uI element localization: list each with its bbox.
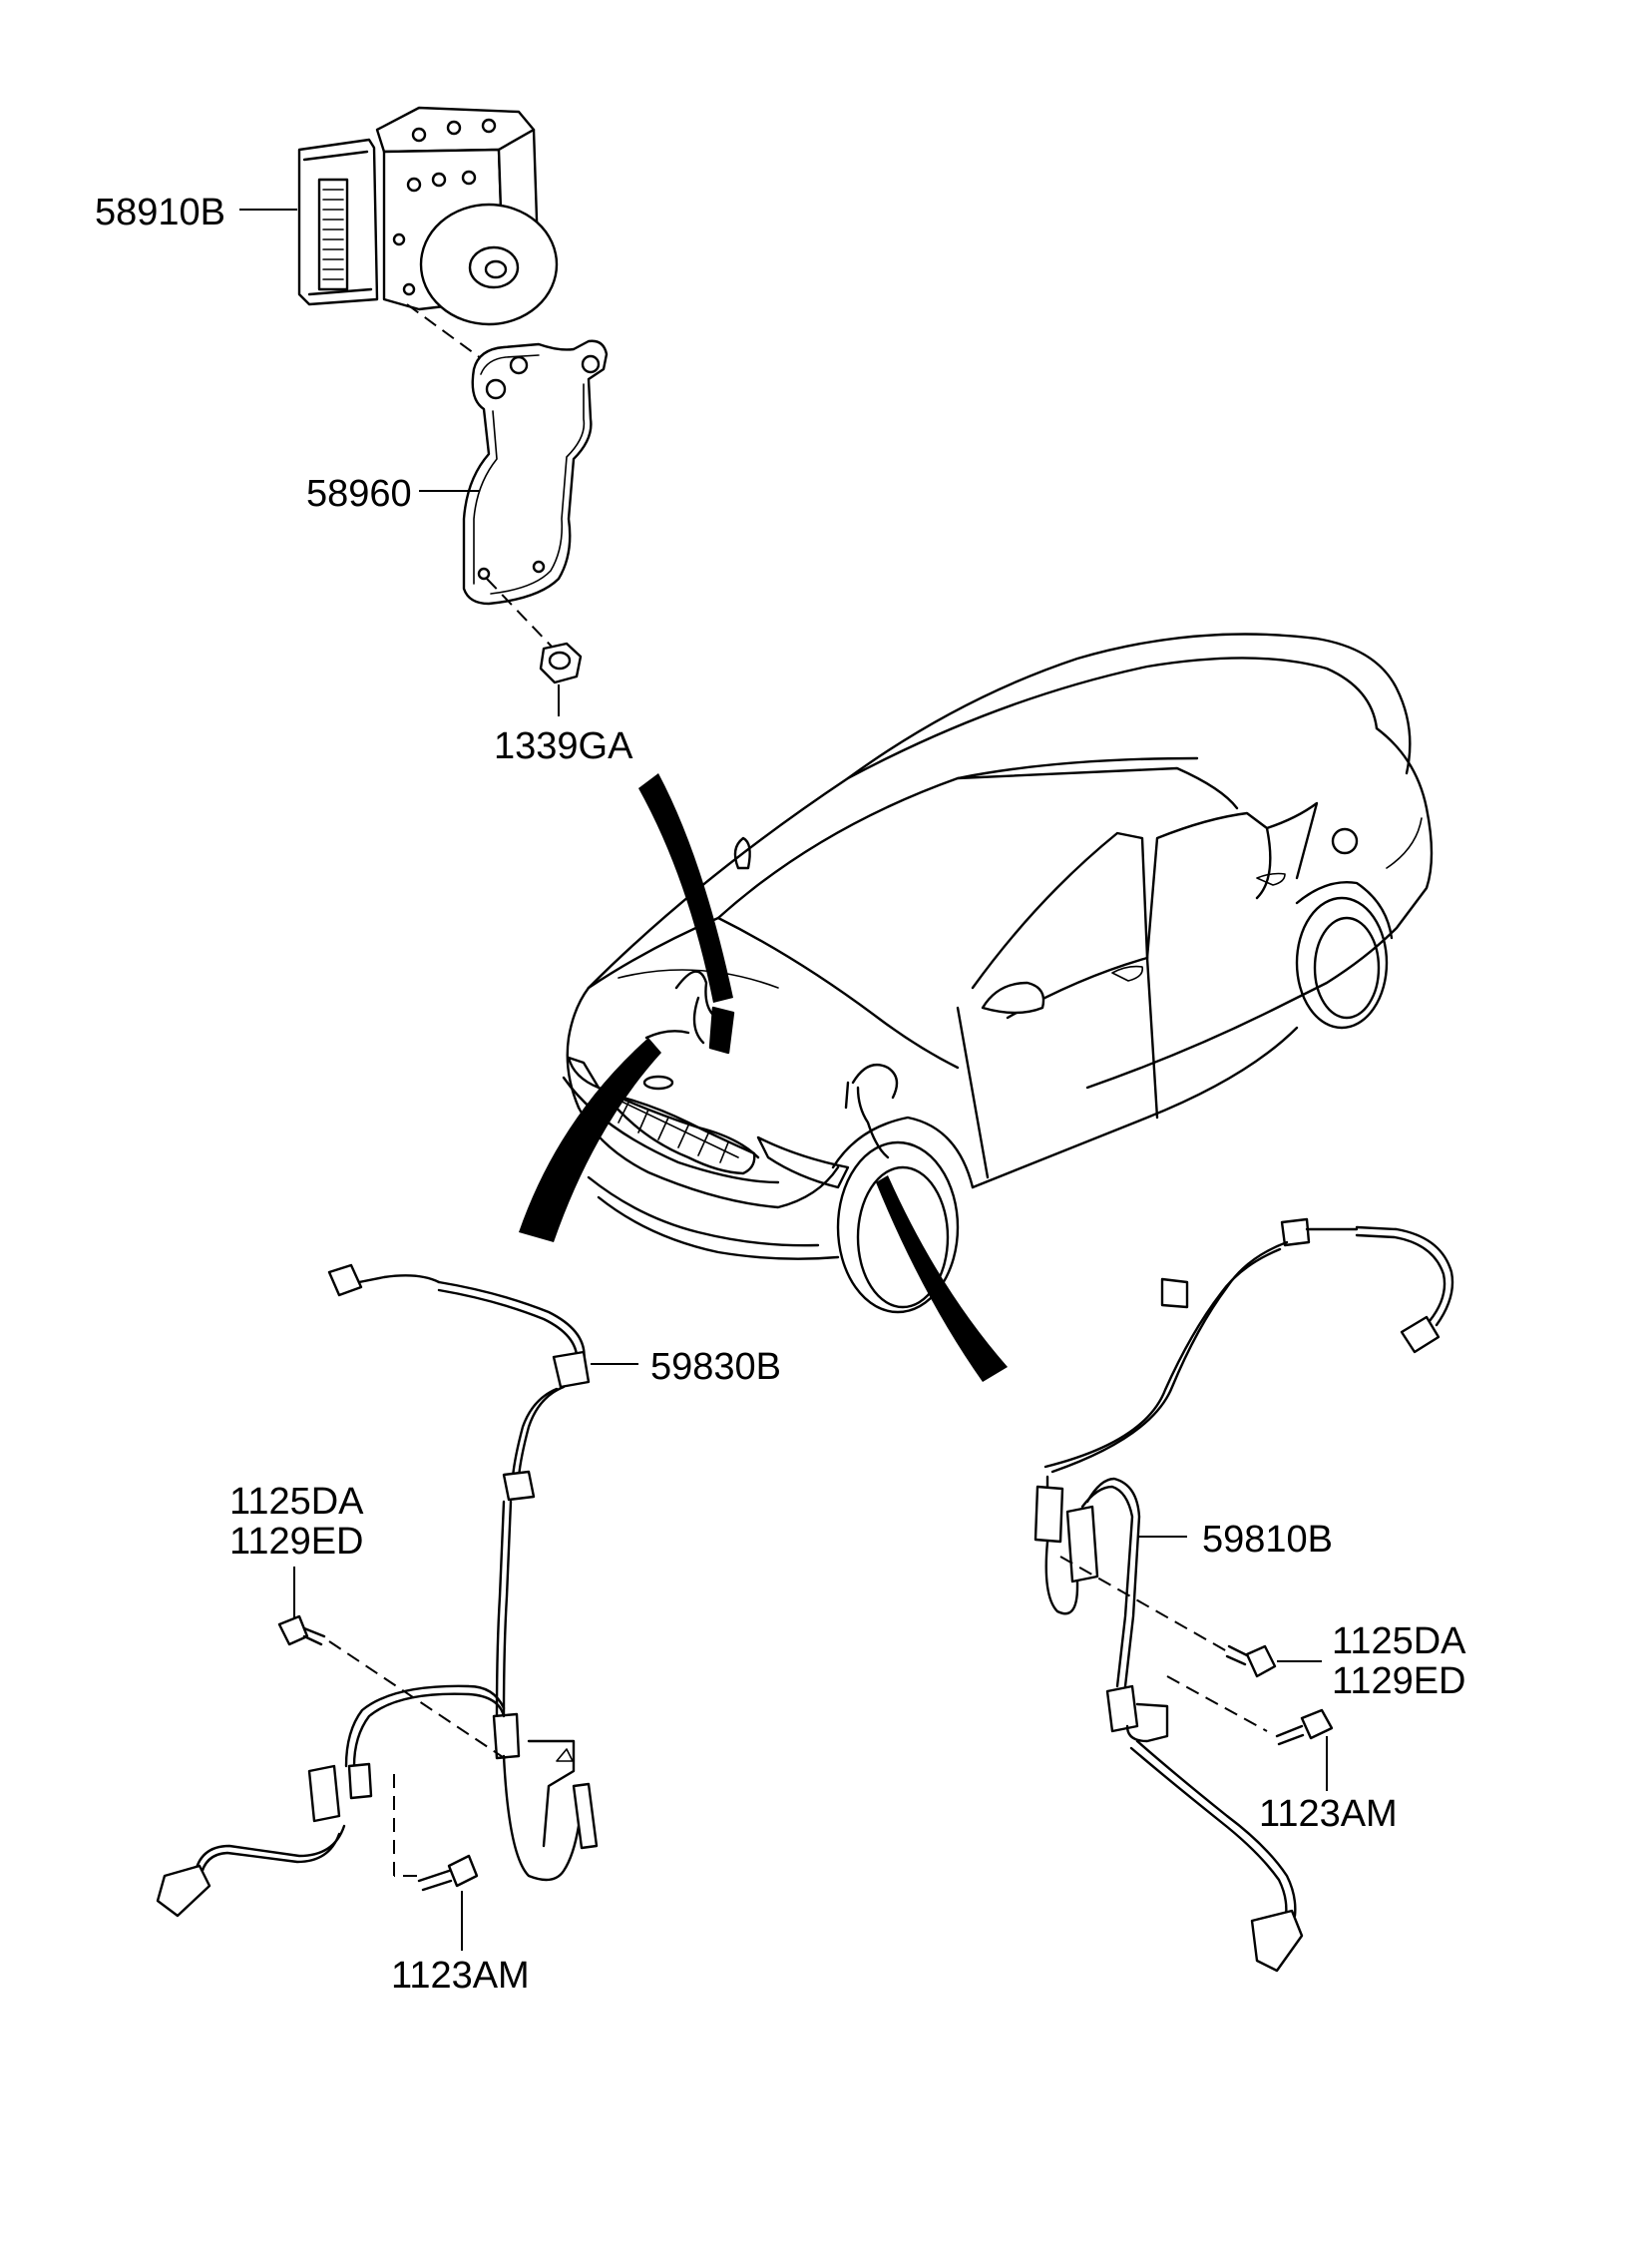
- label-1129ed-right: 1129ED: [1332, 1660, 1466, 1702]
- label-1129ed-left: 1129ED: [229, 1521, 364, 1563]
- label-59830b: 59830B: [650, 1346, 781, 1388]
- callout-arrow-abs: [638, 773, 733, 1003]
- label-1123am-right: 1123AM: [1259, 1793, 1398, 1835]
- nut: [539, 642, 583, 716]
- label-58910b: 58910B: [95, 192, 225, 233]
- label-1125da-right: 1125DA: [1332, 1620, 1466, 1662]
- callout-arrow-left-sensor: [519, 1038, 661, 1242]
- nut-guide-line: [486, 578, 553, 648]
- abs-module: [239, 106, 559, 326]
- label-59810b: 59810B: [1202, 1519, 1333, 1561]
- bolt-right-upper: [1225, 1644, 1277, 1678]
- guide-line-right-lower: [1166, 1675, 1268, 1732]
- label-1125da-left: 1125DA: [229, 1481, 364, 1523]
- bolt-left-upper: [277, 1614, 326, 1646]
- guide-line-right-upper: [1059, 1556, 1228, 1652]
- fastener-guide-line: [406, 303, 490, 365]
- front-sensor-left: [156, 1263, 638, 1918]
- bracket: [419, 339, 609, 606]
- vehicle-harness: [644, 970, 899, 1159]
- front-sensor-right: [1033, 1217, 1454, 1973]
- callout-arrow-right-sensor: [876, 1175, 1008, 1382]
- label-1123am-left: 1123AM: [391, 1955, 530, 1997]
- bolt-left-lower: [417, 1854, 479, 1892]
- bolt-right-lower: [1275, 1708, 1334, 1746]
- label-1339ga: 1339GA: [494, 725, 633, 767]
- guide-line-left-upper: [328, 1640, 510, 1762]
- label-58960: 58960: [306, 473, 412, 515]
- vehicle-outline: [562, 633, 1434, 1314]
